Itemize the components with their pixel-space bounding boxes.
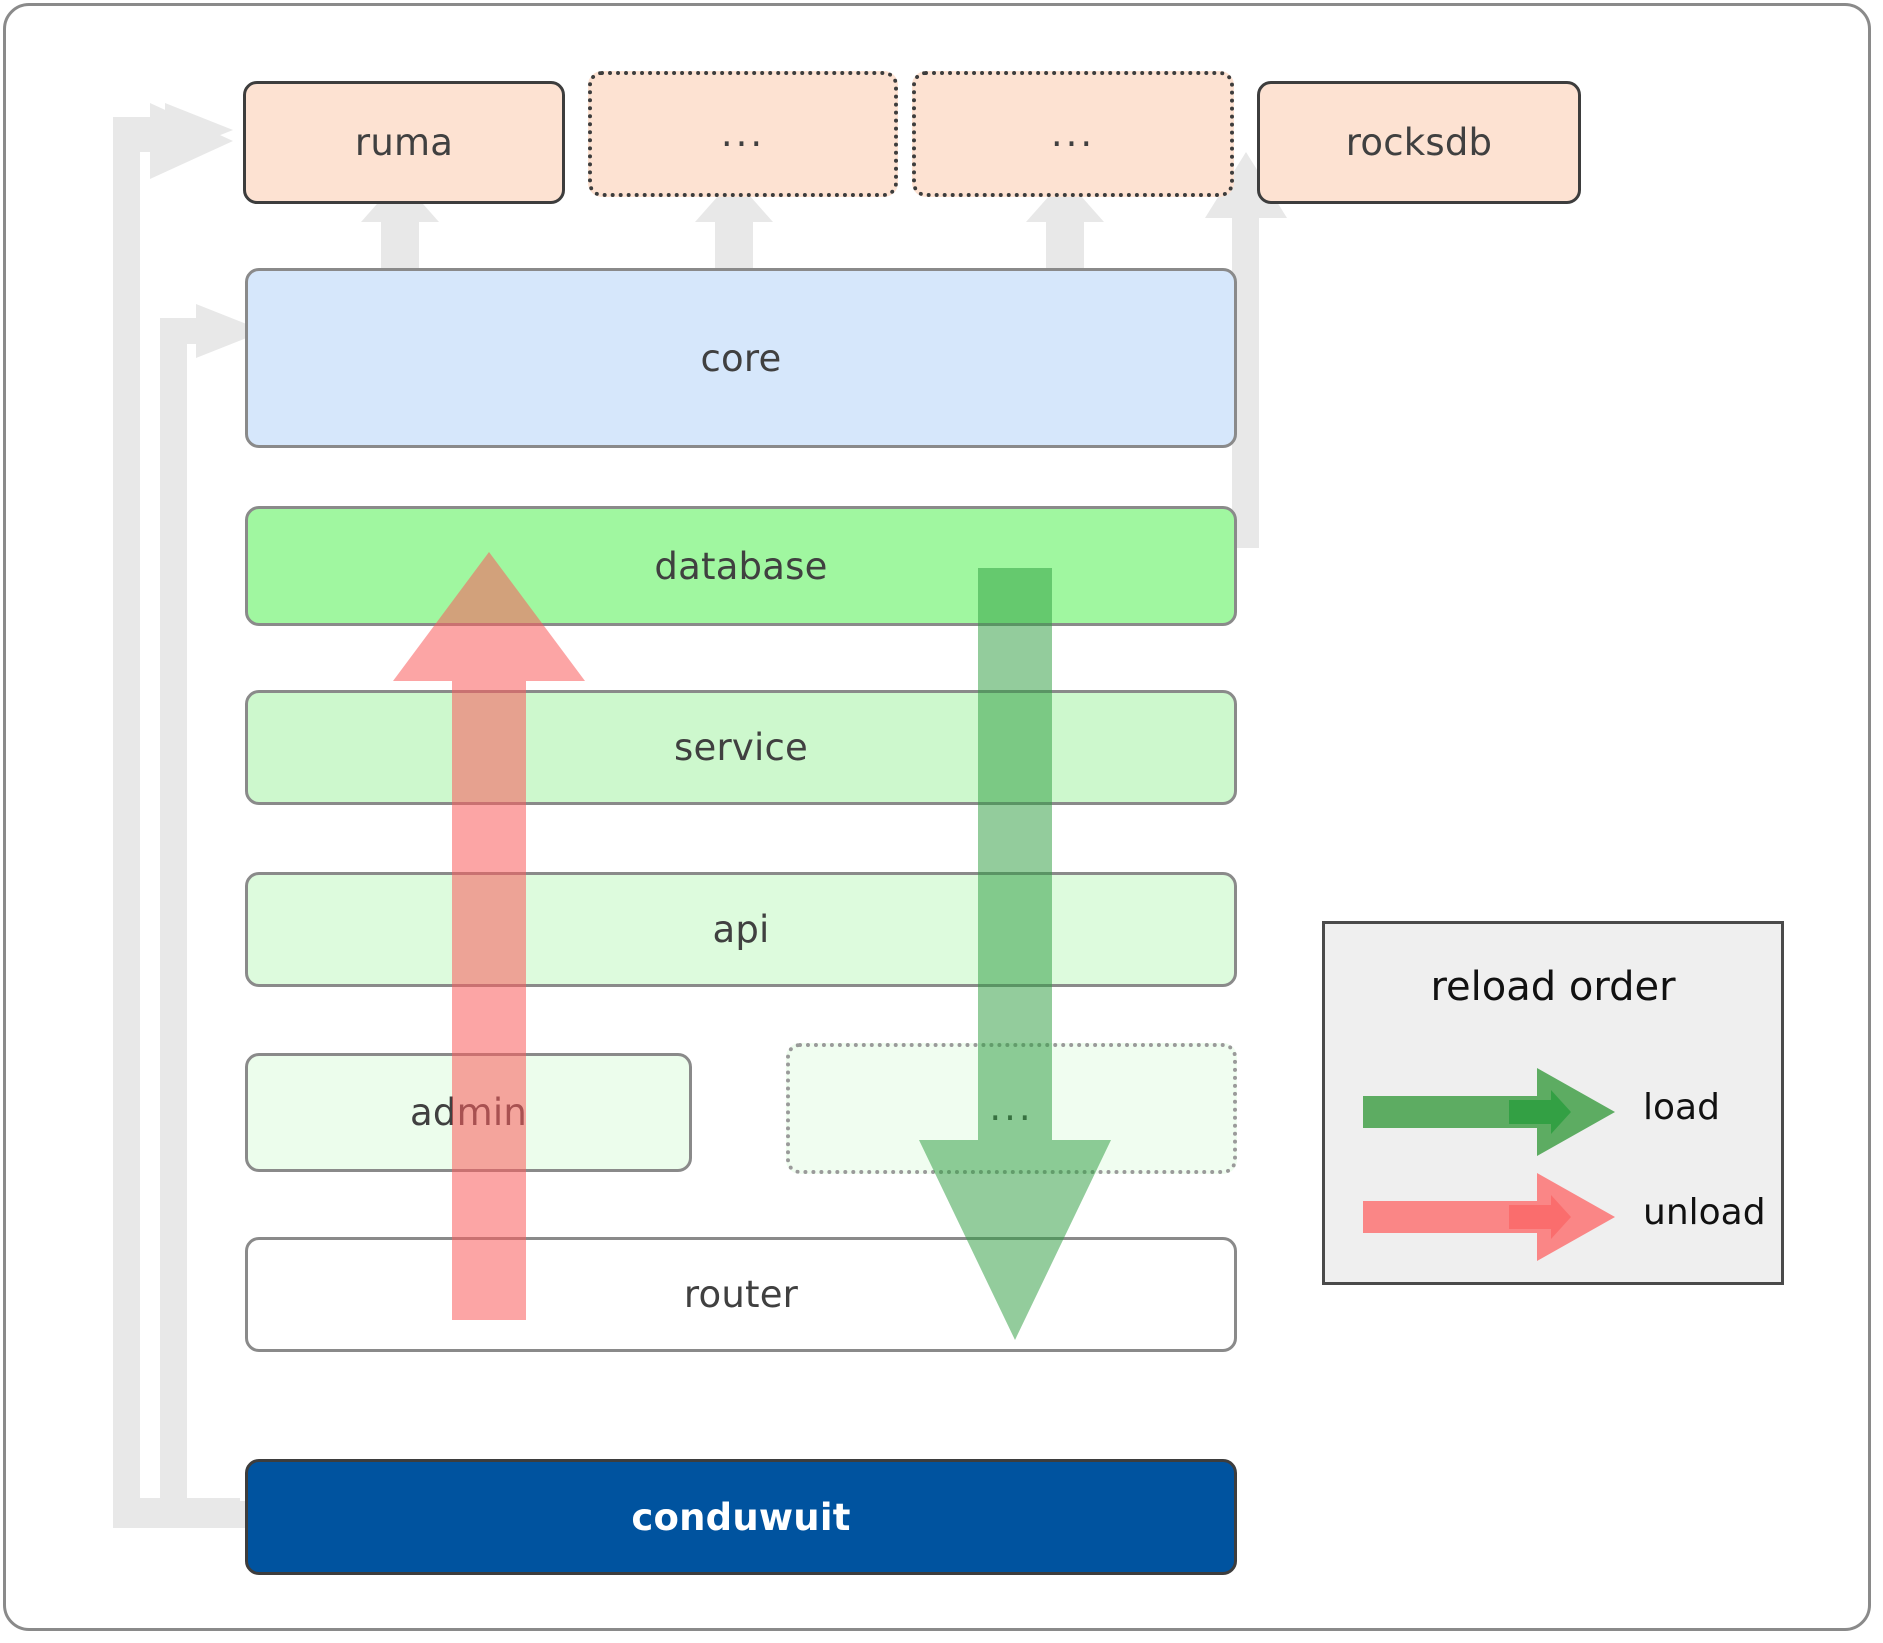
legend-title: reload order <box>1430 964 1676 1010</box>
rail-inner-head-to-core <box>160 304 264 358</box>
rail-outer-head-to-ruma <box>113 103 233 157</box>
node-service[interactable]: service <box>245 690 1237 805</box>
legend-panel: reload order load unload <box>1322 921 1784 1285</box>
legend-load-swatch <box>1363 1068 1615 1156</box>
node-router[interactable]: router <box>245 1237 1237 1352</box>
node-dots-mid[interactable]: ... <box>786 1043 1237 1174</box>
node-dots-mid-label: ... <box>989 1086 1034 1130</box>
node-conduwuit[interactable]: conduwuit <box>245 1459 1237 1575</box>
node-dots-top-2[interactable]: ... <box>912 71 1234 197</box>
node-router-label: router <box>683 1273 799 1316</box>
arrow-core-to-dots1 <box>695 178 773 268</box>
node-dots-top-1[interactable]: ... <box>588 71 898 197</box>
rail-outer-bottom <box>113 1501 248 1528</box>
node-conduwuit-label: conduwuit <box>631 1495 851 1539</box>
node-ruma-label: ruma <box>354 121 454 164</box>
legend-unload-label: unload <box>1643 1192 1766 1233</box>
rail-inner-vertical <box>160 331 187 1501</box>
node-api[interactable]: api <box>245 872 1237 987</box>
node-admin[interactable]: admin <box>245 1053 692 1172</box>
rail-outer-vertical <box>113 130 140 1528</box>
node-admin-label: admin <box>410 1091 527 1134</box>
node-dots-top-1-label: ... <box>720 111 766 155</box>
node-dots-top-2-label: ... <box>1050 111 1096 155</box>
legend-load-label: load <box>1643 1087 1720 1128</box>
node-rocksdb[interactable]: rocksdb <box>1257 81 1581 204</box>
node-database[interactable]: database <box>245 506 1237 626</box>
node-service-label: service <box>674 726 808 769</box>
legend-unload-swatch <box>1363 1173 1615 1261</box>
node-rocksdb-label: rocksdb <box>1345 121 1493 164</box>
node-core-label: core <box>700 336 782 380</box>
node-ruma[interactable]: ruma <box>243 81 565 204</box>
node-api-label: api <box>712 908 770 951</box>
arrow-core-to-dots2 <box>1026 178 1104 268</box>
node-database-label: database <box>654 544 828 588</box>
node-core[interactable]: core <box>245 268 1237 448</box>
